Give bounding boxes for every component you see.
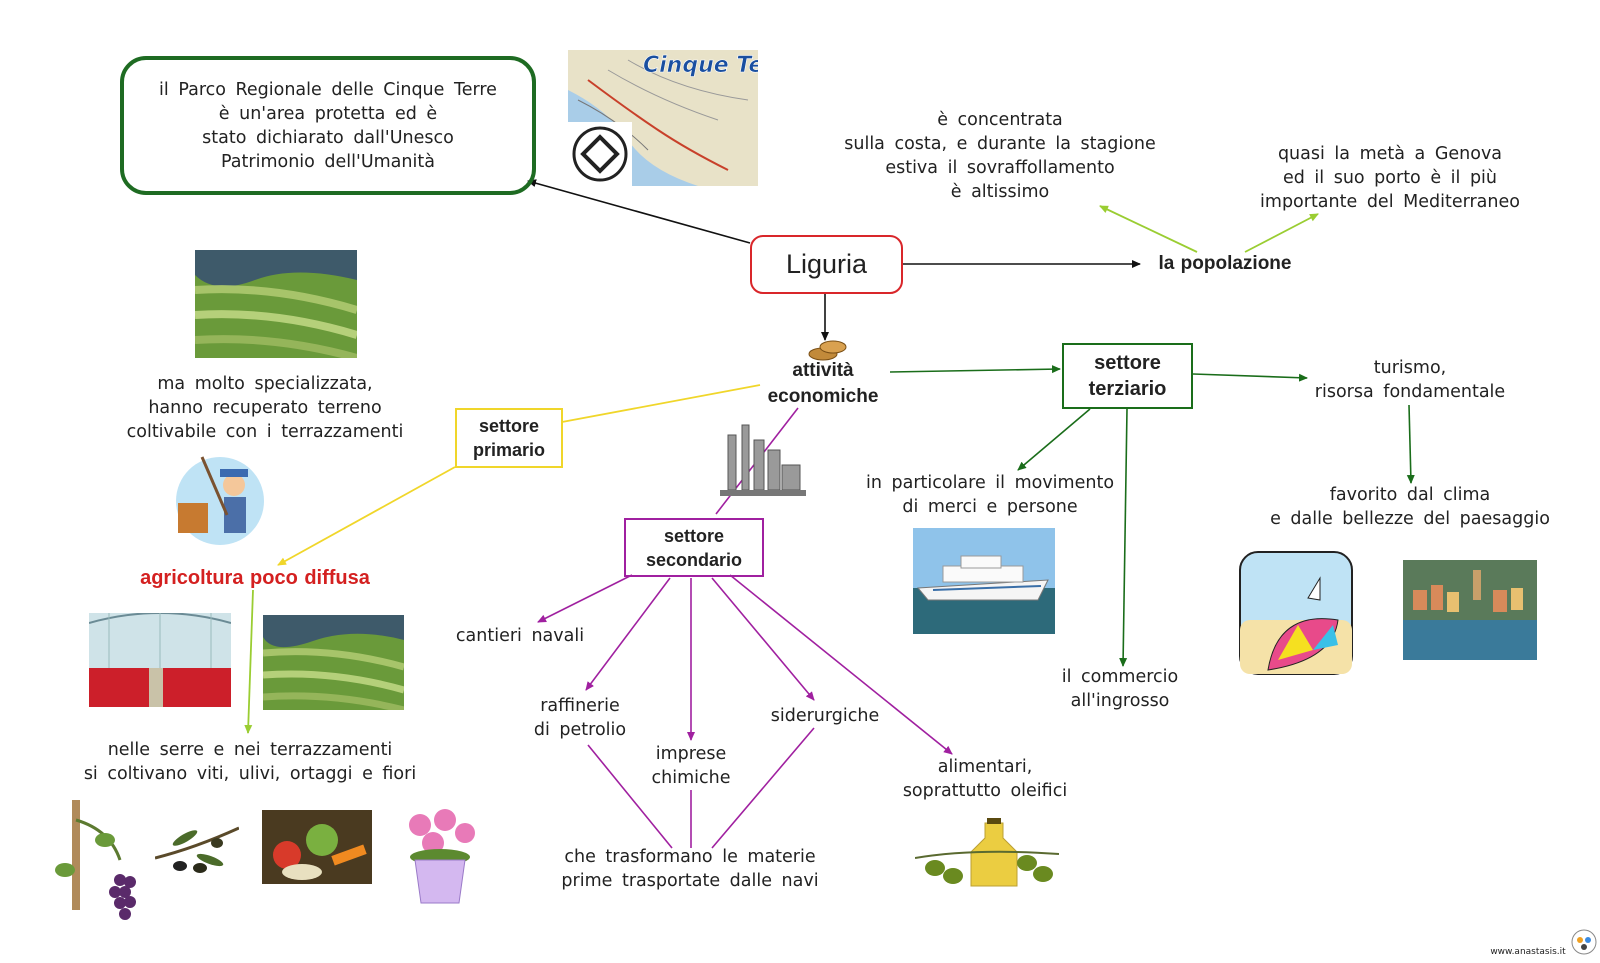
anastasis-logo-icon [1570, 928, 1598, 956]
popolazione-genova-note: quasi la metà a Genova ed il suo porto è… [1260, 144, 1520, 212]
link-sec-raffinerie [585, 577, 671, 691]
central-node: Liguria [750, 235, 903, 294]
link-pop-genova [1244, 213, 1319, 253]
link-terz-turismo [1192, 373, 1308, 382]
vegetables-icon [262, 810, 372, 884]
link-raffinerie-trasformano [587, 744, 673, 849]
alimentari-note: alimentari, soprattutto oleifici [902, 757, 1068, 801]
olive-oil-icon [914, 818, 1060, 890]
colture-note: nelle serre e nei terrazzamenti si colti… [83, 740, 417, 784]
link-attivita-primario [561, 384, 761, 423]
cantieri-note: cantieri navali [455, 626, 585, 646]
link-siderurgiche-trasformano [711, 727, 815, 849]
link-primario-agricoltura [277, 466, 456, 566]
link-agricoltura-colture [244, 589, 254, 734]
agricoltura-label: agricoltura poco diffusa [140, 567, 370, 589]
link-sec-siderurgiche [711, 577, 815, 701]
commercio-note: il commercio all'ingrosso [1061, 667, 1179, 711]
grapevine-icon [50, 800, 150, 930]
terrazzamenti-note: ma molto specializzata, hanno recuperato… [126, 374, 404, 442]
cruise-ship-icon [913, 528, 1055, 634]
harbor-village-icon [1403, 560, 1537, 660]
trasformano-note: che trasformano le materie prime traspor… [561, 847, 819, 891]
map-caption: Cinque Terre [643, 53, 758, 78]
attivita-label: attività economiche [767, 360, 879, 407]
link-terz-movimento [1017, 408, 1091, 471]
siderurgiche-note: siderurgiche [770, 706, 880, 726]
link-attivita-terziario [889, 365, 1061, 374]
link-terz-commercio [1119, 408, 1128, 667]
parco-note-box: il Parco Regionale delle Cinque Terre è … [120, 56, 536, 195]
coins-icon [803, 338, 853, 362]
beach-umbrella-icon [1238, 550, 1356, 678]
map-cinque-terre-icon: Cinque Terre [568, 50, 800, 186]
favorito-note: favorito dal clima e dalle bellezze del … [1270, 485, 1550, 529]
terziario-box: settore terziario [1062, 343, 1193, 409]
link-liguria-parco [527, 179, 751, 244]
flower-pot-icon [395, 805, 483, 905]
farmer-icon [172, 455, 268, 545]
chimiche-note: imprese chimiche [651, 744, 731, 788]
terraces-photo-icon [194, 250, 359, 362]
factory-icon [720, 420, 806, 500]
greenhouse-photo-icon [88, 612, 232, 707]
secondario-box: settore secondario [624, 518, 764, 577]
terraces-photo-icon-2 [262, 615, 405, 714]
turismo-note: turismo, risorsa fondamentale [1314, 358, 1506, 402]
primario-box: settore primario [455, 408, 563, 468]
raffinerie-note: raffinerie di petrolio [533, 696, 627, 740]
link-sec-alimentari [729, 574, 953, 755]
link-sec-cantieri [537, 574, 633, 623]
popolazione-label: la popolazione [1158, 253, 1292, 274]
link-turismo-favorito [1406, 404, 1415, 484]
movimento-note: in particolare il movimento di merci e p… [865, 473, 1115, 517]
link-pop-costa [1099, 205, 1198, 253]
footer-url[interactable]: www.anastasis.it [1490, 947, 1566, 957]
olive-branch-icon [154, 808, 240, 880]
popolazione-costa-note: è concentrata sulla costa, e durante la … [844, 110, 1156, 202]
